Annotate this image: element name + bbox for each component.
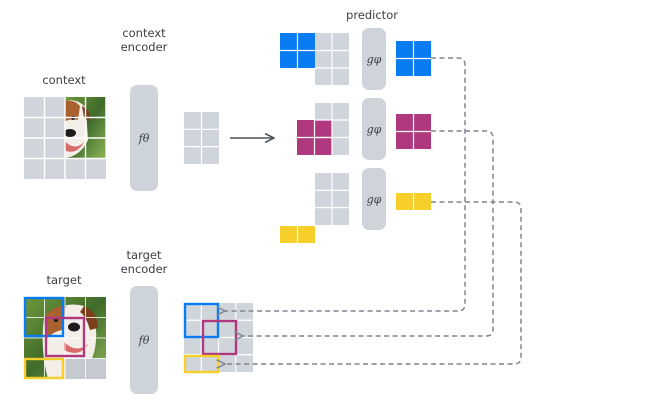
target-encoder-symbol: fθ	[138, 334, 150, 347]
target-label: target	[47, 273, 82, 287]
predictor-label: predictor	[346, 8, 398, 22]
predictor-symbol-3: gφ	[367, 193, 382, 206]
predictor-input-yellow	[280, 173, 349, 243]
predictor-output-blue	[396, 41, 431, 76]
context-image	[24, 97, 106, 179]
predictor-block-3	[362, 168, 386, 230]
predictor-input-magenta	[297, 103, 349, 155]
predictor-symbol-1: gφ	[367, 53, 382, 66]
predictor-row-blue: gφ	[280, 28, 431, 90]
predictor-row-magenta: gφ	[297, 98, 431, 160]
connector-yellow	[224, 201, 522, 364]
connector-blue	[224, 57, 466, 311]
context-grid-lines	[24, 97, 106, 179]
predictor-symbol-2: gφ	[367, 123, 382, 136]
context-embedding	[184, 112, 219, 164]
connector-magenta	[242, 130, 494, 336]
context-encoder-symbol: fθ	[138, 132, 150, 145]
predictor-output-yellow	[396, 193, 431, 210]
predictor-output-magenta	[396, 114, 431, 149]
context-encoder-label-line2: encoder	[121, 40, 168, 54]
target-encoder-label-line1: target	[127, 248, 162, 262]
target-block-magenta	[44, 316, 86, 358]
prediction-target-connectors	[224, 57, 522, 364]
target-block-yellow	[23, 357, 65, 380]
predictor-block-2	[362, 98, 386, 160]
predictor-row-yellow: gφ	[280, 168, 431, 243]
target-encoder-block	[130, 286, 158, 394]
target-embedding	[183, 302, 253, 374]
target-encoder-label-line2: encoder	[121, 262, 168, 276]
target-image	[23, 296, 106, 380]
context-encoder-block	[130, 85, 158, 191]
context-encoder-label-line1: context	[122, 26, 166, 40]
predictor-block-1	[362, 28, 386, 90]
target-grid-lines	[24, 297, 106, 379]
context-label: context	[42, 73, 86, 87]
predictor-input-blue	[280, 33, 349, 85]
